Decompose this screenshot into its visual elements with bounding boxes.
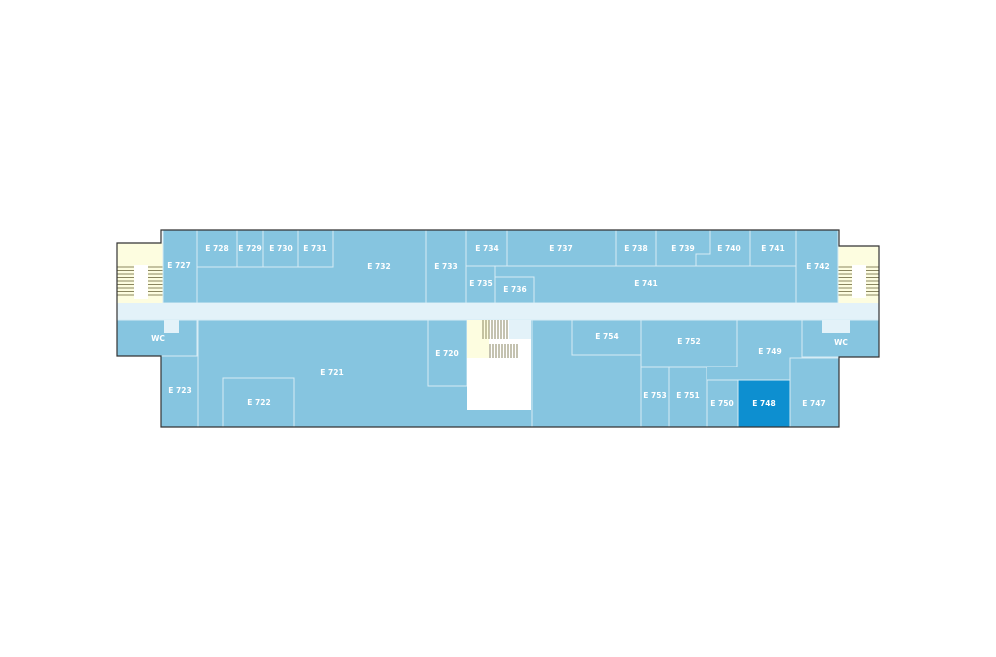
room-label[interactable]: E 741 bbox=[761, 244, 784, 253]
room-label[interactable]: E 731 bbox=[303, 244, 326, 253]
room-label[interactable]: E 754 bbox=[595, 332, 618, 341]
room-label[interactable]: E 722 bbox=[247, 398, 270, 407]
wc-right-entry bbox=[822, 320, 850, 333]
room-e734[interactable] bbox=[465, 229, 508, 267]
room-label[interactable]: E 727 bbox=[167, 261, 190, 270]
room-label[interactable]: E 752 bbox=[677, 337, 700, 346]
room-e729[interactable] bbox=[236, 229, 264, 268]
room-label[interactable]: E 742 bbox=[806, 262, 829, 271]
room-label[interactable]: E 736 bbox=[503, 285, 526, 294]
room-e754[interactable] bbox=[571, 319, 642, 356]
room-label[interactable]: E 732 bbox=[367, 262, 390, 271]
room-e752[interactable] bbox=[640, 319, 738, 368]
room-label[interactable]: E 740 bbox=[717, 244, 740, 253]
room-label[interactable]: E 738 bbox=[624, 244, 647, 253]
room-e728[interactable] bbox=[196, 229, 238, 268]
building-outline bbox=[116, 229, 880, 428]
room-label[interactable]: E 720 bbox=[435, 349, 458, 358]
room-label[interactable]: E 728 bbox=[205, 244, 228, 253]
stair-well-void bbox=[134, 265, 148, 299]
stairs-icon bbox=[117, 266, 879, 296]
room-e731[interactable] bbox=[297, 229, 334, 268]
room-label[interactable]: E 750 bbox=[710, 399, 733, 408]
room-label[interactable]: WC bbox=[834, 338, 848, 347]
room-label[interactable]: E 749 bbox=[758, 347, 781, 356]
room-label[interactable]: E 721 bbox=[320, 368, 343, 377]
room-label[interactable]: E 735 bbox=[469, 279, 492, 288]
room-label[interactable]: E 751 bbox=[676, 391, 699, 400]
room-e747[interactable] bbox=[789, 357, 840, 428]
room-label[interactable]: E 753 bbox=[643, 391, 666, 400]
room-label[interactable]: E 733 bbox=[434, 262, 457, 271]
wc-left-entry bbox=[164, 320, 179, 333]
corridor bbox=[117, 303, 879, 320]
room-label[interactable]: E 741 bbox=[634, 279, 657, 288]
room-label[interactable]: E 748 bbox=[752, 399, 775, 408]
room-label[interactable]: E 739 bbox=[671, 244, 694, 253]
room-e741-top[interactable] bbox=[749, 229, 805, 267]
room-e720[interactable] bbox=[427, 319, 468, 387]
room-label[interactable]: E 729 bbox=[238, 244, 261, 253]
room-e750[interactable] bbox=[706, 379, 739, 428]
room-e737[interactable] bbox=[506, 229, 617, 267]
room-e742[interactable] bbox=[795, 229, 839, 304]
room-label[interactable]: E 747 bbox=[802, 399, 825, 408]
room-label[interactable]: E 723 bbox=[168, 386, 191, 395]
room-label[interactable]: WC bbox=[151, 334, 165, 343]
room-label[interactable]: E 737 bbox=[549, 244, 572, 253]
stair-well-void bbox=[852, 265, 866, 298]
room-label[interactable]: E 734 bbox=[475, 244, 498, 253]
room-e733[interactable] bbox=[425, 229, 467, 304]
room-label[interactable]: E 730 bbox=[269, 244, 292, 253]
stairs-icon bbox=[482, 320, 518, 358]
